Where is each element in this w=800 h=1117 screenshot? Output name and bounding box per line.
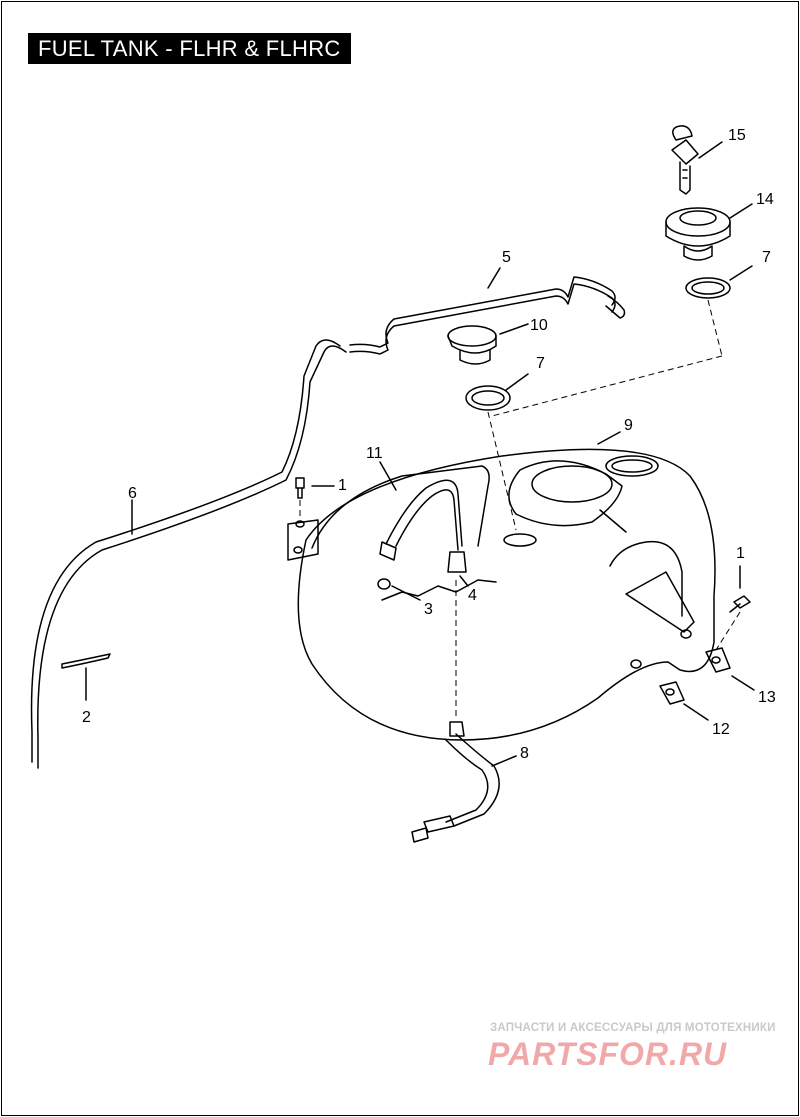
callout-1-upper: 1: [338, 477, 347, 494]
cutaway-break-line: [381, 579, 497, 601]
fitting-part-4: [447, 551, 469, 587]
gasket-part-7-upper: [685, 265, 753, 299]
key-part-15: [671, 125, 723, 195]
cap-part-10: [447, 323, 529, 365]
vent-tube-part-5: [349, 267, 626, 355]
front-mount-bracket: [287, 519, 319, 561]
callout-6: 6: [128, 485, 137, 502]
callout-4: 4: [468, 587, 477, 604]
strap-part-2: [61, 653, 111, 701]
callout-7-lower: 7: [536, 355, 545, 372]
fuel-tank-part-9: [297, 431, 716, 741]
callout-5: 5: [502, 249, 511, 266]
gasket-part-7-lower: [465, 373, 529, 411]
callout-3: 3: [424, 601, 433, 618]
callout-8: 8: [520, 745, 529, 762]
watermark-logo: PARTSFOR.RU: [488, 1036, 728, 1072]
watermark-tagline: ЗАПЧАСТИ И АКСЕССУАРЫ ДЛЯ МОТОТЕХНИКИ: [490, 1022, 776, 1034]
callout-1-right: 1: [736, 545, 745, 562]
bolt-part-1-right: [729, 565, 751, 613]
clip-part-13: [705, 647, 755, 691]
callout-11: 11: [366, 445, 383, 462]
diagram-title: FUEL TANK - FLHR & FLHRC: [28, 33, 351, 64]
fuel-line-part-11: [379, 461, 463, 561]
callout-13: 13: [758, 689, 776, 706]
assembly-leader-lines: [299, 299, 741, 718]
fuel-cap-part-14: [665, 203, 753, 261]
callout-15: 15: [728, 127, 746, 144]
callout-2: 2: [82, 709, 91, 726]
fuel-hose-part-8: [411, 721, 517, 843]
fitting-part-3: [377, 578, 421, 601]
bolt-part-1-upper: [295, 477, 335, 499]
callout-9: 9: [624, 417, 633, 434]
hose-part-6: [30, 339, 347, 769]
clip-part-12: [659, 681, 709, 721]
callout-14: 14: [756, 191, 774, 208]
callout-7-upper: 7: [762, 249, 771, 266]
callout-10: 10: [530, 317, 548, 334]
rear-mount-bracket: [625, 571, 695, 669]
callout-12: 12: [712, 721, 730, 738]
